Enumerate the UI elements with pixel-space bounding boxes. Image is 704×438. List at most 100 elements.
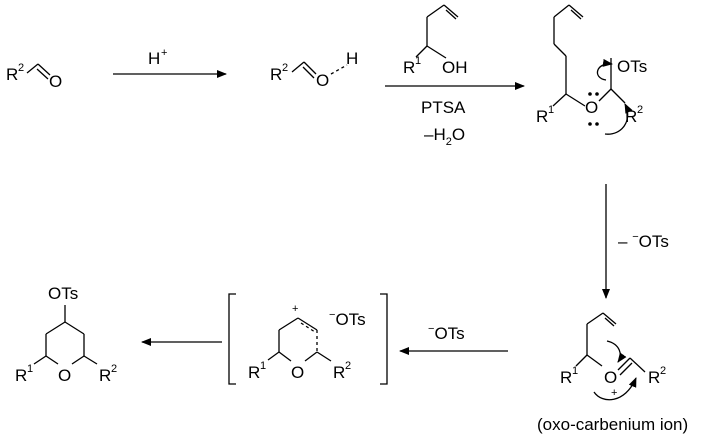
step1-arrow: H + (113, 47, 227, 78)
product-r1-sup: 1 (27, 363, 33, 375)
prod-c4-c5 (45, 321, 66, 335)
oxo-o: O (604, 368, 617, 387)
carbocation-r1-sup: 1 (260, 360, 266, 372)
carbocation-o: O (291, 363, 304, 382)
hemi-vinyl-a (568, 4, 584, 18)
aldehyde-structure: R 2 O (6, 62, 62, 91)
alcohol-vinyl-b (445, 9, 457, 20)
oxo-r2: R (648, 368, 660, 387)
oxo-r1: R (560, 368, 572, 387)
product-r1: R (15, 366, 27, 385)
hemi-ots: OTs (617, 57, 647, 76)
step4-label: −OTs (428, 323, 465, 343)
activated-double-bond-b (302, 66, 315, 79)
alcohol-c-r1 (415, 45, 428, 58)
activated-h: H (346, 49, 358, 68)
product-r2: R (99, 366, 111, 385)
alcohol-vinyl-a (443, 4, 459, 18)
lone-pair-dot (595, 122, 599, 126)
hemi-c-o (565, 93, 586, 107)
product-r2-sup: 2 (111, 363, 117, 375)
cyc-bond-c3-c2 (297, 317, 318, 331)
cyc-bond-c4-c3 (278, 317, 299, 331)
alcohol-ch2-ch (426, 4, 445, 18)
alcohol-r1-sup: 1 (415, 55, 421, 67)
step1-charge: + (161, 47, 167, 59)
activated-o: O (316, 71, 329, 90)
homoallyl-alcohol-structure: R 1 OH (403, 4, 468, 77)
alcohol-c-oh (426, 45, 447, 59)
cyc-c5-r1 (267, 351, 280, 361)
hemiacetal-structure: R 1 O OTs R 2 (536, 4, 647, 135)
aldehyde-double-bond-b (36, 68, 49, 80)
hemi-r2-sup: 2 (637, 104, 643, 116)
prod-c6-r1 (33, 355, 47, 365)
carbocation-counterion: −OTs (329, 309, 366, 329)
step2-reagent-ptsa: PTSA (421, 98, 466, 117)
oxo-c-r2 (629, 357, 646, 373)
activated-hbond-dash (330, 64, 348, 75)
oxo-r1-sup: 1 (572, 365, 578, 377)
aldehyde-double-bond-a (37, 63, 51, 76)
oxo-vinyl-b (604, 317, 615, 327)
step1-reagent: H (148, 49, 160, 68)
cyc-partial-double (300, 322, 316, 333)
left-bracket (228, 293, 236, 385)
hemi-ch2-ch (553, 4, 570, 18)
carbocation-r2-sup: 2 (345, 360, 351, 372)
hemi-o: O (585, 98, 598, 117)
electron-push-arrow-oxygen (593, 377, 637, 401)
aldehyde-r: R (6, 65, 18, 84)
product-structure: OTs O R 1 R 2 (15, 284, 117, 385)
electron-push-arrow-alkene (606, 340, 627, 363)
activated-aldehyde-structure: R 2 O H (270, 49, 358, 90)
oxo-c-o (586, 354, 603, 367)
oxo-vinyl-a (602, 312, 617, 325)
right-bracket (380, 293, 388, 385)
alcohol-oh: OH (442, 58, 468, 77)
activated-bond-c (291, 61, 305, 73)
activated-double-bond-a (303, 61, 317, 75)
lone-pair-dot (588, 92, 592, 96)
prod-o-c2 (71, 355, 85, 365)
oxo-r2-sup: 2 (660, 365, 666, 377)
hemi-r1: R (536, 107, 548, 126)
activated-r-sup: 2 (282, 62, 288, 74)
alcohol-r1: R (403, 58, 415, 77)
oxo-caption: (oxo-carbenium ion) (537, 415, 688, 434)
oxo-ch2-ch (586, 312, 604, 325)
aldehyde-r-sup: 2 (18, 62, 24, 74)
aldehyde-bond-c (26, 63, 39, 74)
oxo-double-bond-a (617, 357, 631, 371)
oxo-double-bond-b (619, 362, 633, 376)
prod-c4-c3 (64, 321, 85, 335)
electron-push-arrow-ots (596, 58, 613, 81)
carbocation-r1: R (248, 363, 260, 382)
hemi-vinyl-b (570, 9, 582, 20)
step4-arrow: −OTs (399, 323, 508, 355)
activated-r: R (270, 65, 282, 84)
cyc-c1-r2 (316, 351, 332, 362)
step2-reagent-water: –H2O (424, 125, 465, 148)
carbocation-structure: + O R 1 R 2 −OTs (228, 293, 388, 385)
oxo-charge: + (611, 387, 617, 399)
step2-arrow: PTSA –H2O (385, 82, 525, 148)
cyc-o-c1 (304, 351, 318, 362)
aldehyde-o: O (49, 72, 62, 91)
prod-c6-o (45, 355, 59, 365)
hemi-c-r1 (552, 93, 567, 107)
prod-c2-r2 (83, 355, 98, 365)
oxocarbenium-structure: R 1 O + R 2 (oxo-carbenium ion) (537, 312, 688, 434)
step3-arrow: – −OTs (602, 184, 669, 299)
product-ots: OTs (48, 284, 78, 303)
hemi-r1-sup: 1 (548, 104, 554, 116)
step3-label: – −OTs (618, 231, 669, 251)
carbocation-r2: R (333, 363, 345, 382)
electron-push-arrow-lonepair (604, 103, 633, 135)
oxo-c-r1 (575, 354, 588, 367)
product-o: O (58, 366, 71, 385)
cyc-c5-o (278, 351, 292, 362)
hemi-ch2-ch-b (553, 43, 567, 57)
